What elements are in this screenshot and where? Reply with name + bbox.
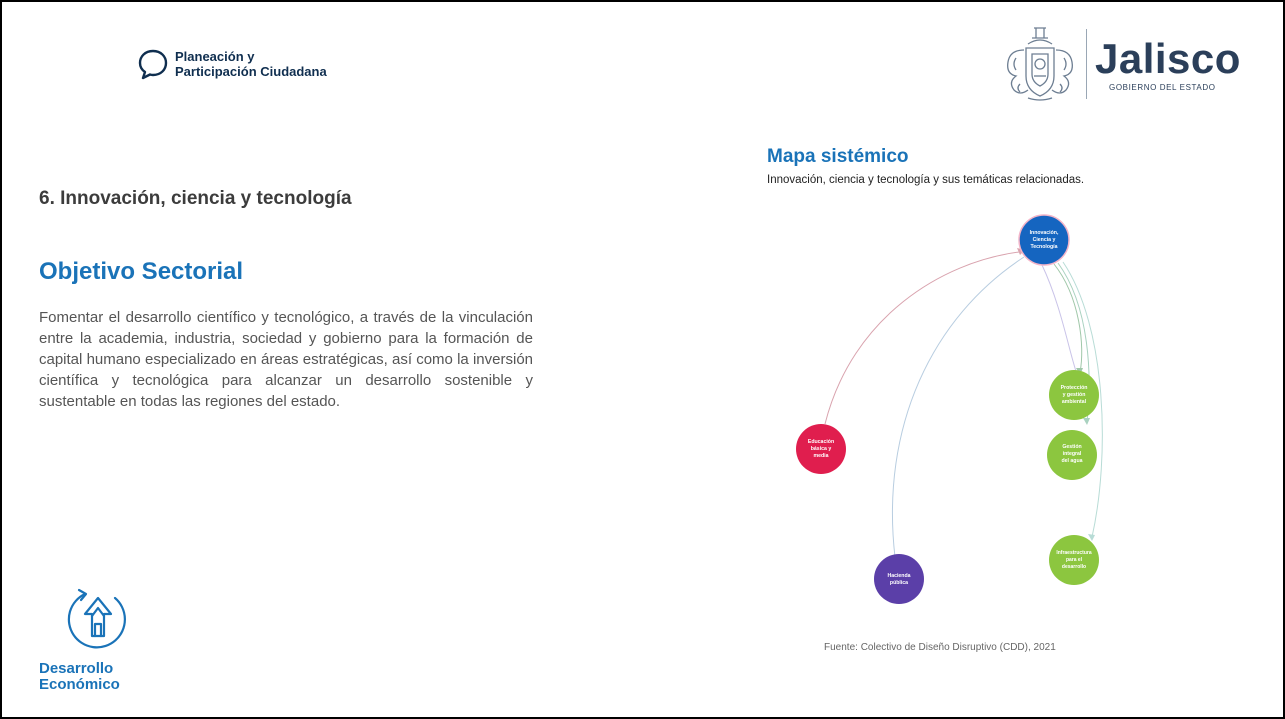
node-innovacion-line2: Ciencia y (1033, 237, 1056, 243)
coat-of-arms-icon (1007, 27, 1073, 101)
edge-innovacion-proteccion (1053, 263, 1083, 373)
map-title: Mapa sistémico (767, 146, 909, 167)
node-educacion-line2: básica y (811, 446, 832, 452)
node-infraestructura-line1: Infraestructura (1056, 550, 1092, 556)
edge-educacion-innovacion (824, 251, 1020, 425)
node-agua-line3: del agua (1061, 458, 1082, 464)
edge-innovacion-infraestructura (1062, 261, 1103, 538)
node-proteccion-line3: ambiental (1062, 399, 1087, 405)
edge-lavender (1041, 264, 1079, 378)
node-proteccion-circle (1049, 370, 1099, 420)
node-educacion: Educación básica y media (796, 424, 846, 474)
node-infraestructura-circle (1049, 535, 1099, 585)
desarrollo-economico-text: Desarrollo Económico (39, 661, 149, 693)
jalisco-wordmark: Jalisco GOBIERNO DEL ESTADO (1095, 34, 1241, 92)
house-arrow-icon (67, 588, 126, 649)
systemic-map: Innovación, Ciencia y Tecnología Protecc… (796, 214, 1103, 604)
objective-text: Fomentar el desarrollo científico y tecn… (39, 309, 533, 410)
map-subtitle: Innovación, ciencia y tecnología y sus t… (767, 174, 1085, 186)
planeacion-logo: Planeación y Participación Ciudadana (137, 48, 327, 80)
planeacion-brand-text: Planeación y Participación Ciudadana (175, 49, 327, 79)
node-innovacion-circle (1018, 214, 1070, 266)
node-educacion-line3: media (814, 453, 829, 459)
node-agua-line2: integral (1063, 451, 1082, 457)
section-title: 6. Innovación, ciencia y tecnología (39, 188, 352, 209)
node-hacienda-line2: pública (890, 580, 908, 586)
map-edges (824, 251, 1103, 558)
node-infraestructura: Infraestructura para el desarrollo (1049, 535, 1099, 585)
node-hacienda-circle (874, 554, 924, 604)
node-agua-line1: Gestión (1062, 444, 1081, 450)
node-infraestructura-line2: para el (1066, 557, 1083, 563)
jalisco-subtitle: GOBIERNO DEL ESTADO (1109, 82, 1216, 92)
node-proteccion-line1: Protección (1061, 385, 1088, 391)
logo-divider (1086, 29, 1087, 99)
speech-bubble-icon (138, 49, 168, 80)
jalisco-name: Jalisco (1095, 34, 1241, 82)
brand-line-2: Participación Ciudadana (175, 64, 327, 79)
de-line-2: Económico (39, 676, 120, 693)
map-source: Fuente: Colectivo de Diseño Disruptivo (… (824, 642, 1056, 653)
jalisco-logo: Jalisco GOBIERNO DEL ESTADO (998, 24, 1241, 104)
node-hacienda-line1: Hacienda (887, 573, 910, 579)
node-educacion-line1: Educación (808, 439, 834, 445)
node-proteccion-line2: y gestión (1063, 392, 1086, 398)
edge-hacienda-innovacion (891, 256, 1025, 558)
brand-line-1: Planeación y (175, 49, 255, 64)
node-innovacion-line1: Innovación, (1030, 230, 1059, 236)
desarrollo-economico-logo: Desarrollo Económico (39, 584, 149, 693)
node-infraestructura-line3: desarrollo (1062, 564, 1086, 570)
node-hacienda: Hacienda pública (874, 554, 924, 604)
node-proteccion: Protección y gestión ambiental (1049, 370, 1099, 420)
node-agua: Gestión integral del agua (1047, 430, 1097, 480)
arrowhead-4 (1088, 534, 1095, 541)
arrowhead-3 (1083, 418, 1090, 425)
node-innovacion-line3: Tecnología (1031, 244, 1058, 250)
node-innovacion: Innovación, Ciencia y Tecnología (1018, 214, 1070, 266)
objective-title: Objetivo Sectorial (39, 258, 244, 285)
node-educacion-circle (796, 424, 846, 474)
de-line-1: Desarrollo (39, 660, 114, 677)
node-agua-circle (1047, 430, 1097, 480)
